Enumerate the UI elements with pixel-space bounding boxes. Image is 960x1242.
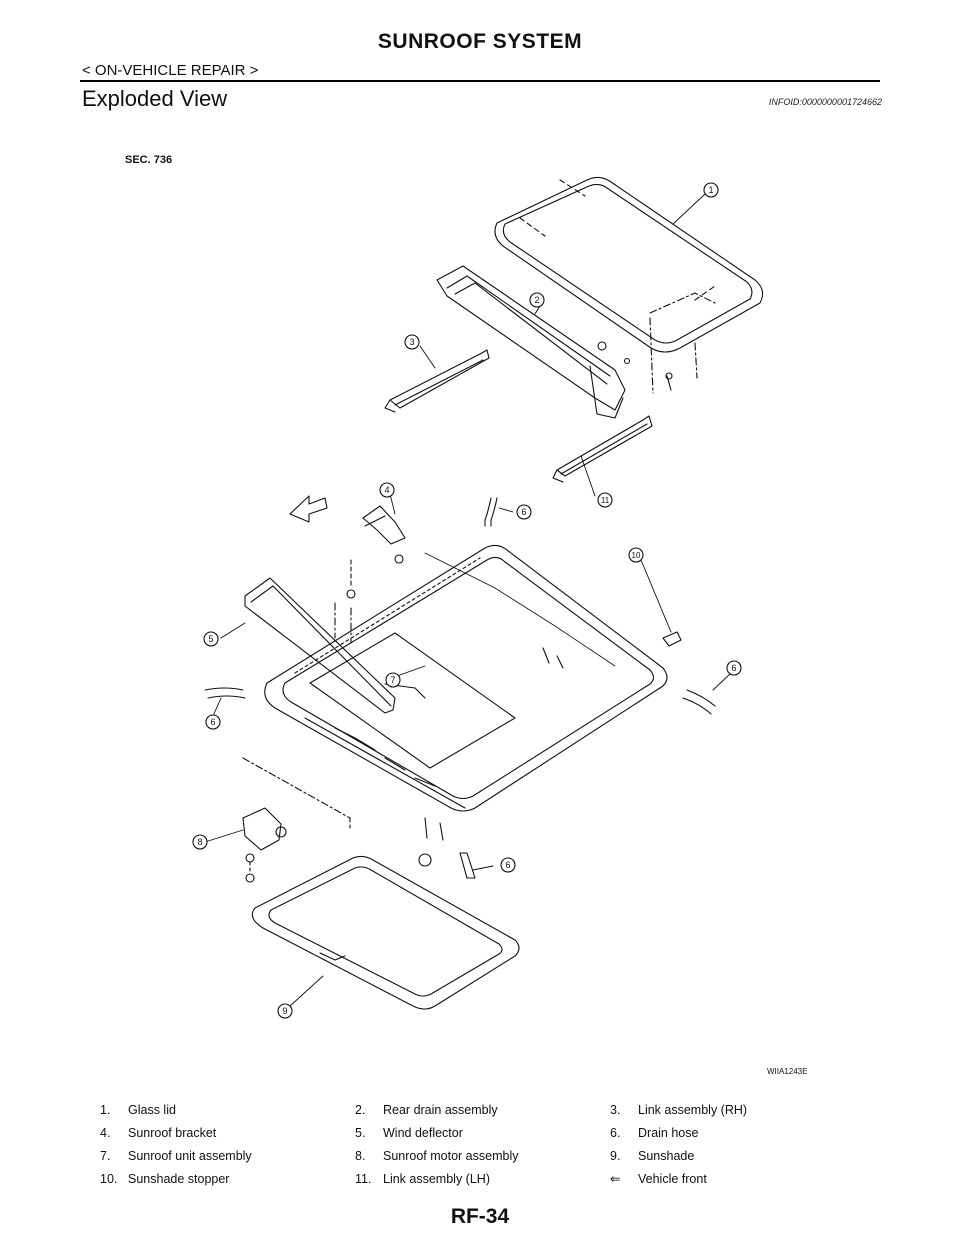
callout-6b: 6	[731, 663, 736, 673]
legend-item: 10. Sunshade stopper	[100, 1167, 355, 1190]
exploded-view-figure: 1 2 3 4 5 6 6 6 6 7 8 9 10 11 SEC. 736 W…	[95, 118, 865, 1083]
section-title: Exploded View	[82, 86, 228, 111]
callout-8: 8	[197, 837, 202, 847]
legend-item: 7. Sunroof unit assembly	[100, 1144, 355, 1167]
legend-number: 10.	[100, 1171, 118, 1186]
legend-number: 6.	[610, 1125, 621, 1140]
legend-text: Sunroof bracket	[128, 1125, 217, 1140]
exploded-view-drawing: 1 2 3 4 5 6 6 6 6 7 8 9 10 11	[192, 176, 764, 1019]
legend-number: 4.	[100, 1125, 111, 1140]
link-lh-drawing	[552, 415, 653, 483]
legend-text: Drain hose	[638, 1125, 699, 1140]
legend-number: 3.	[610, 1102, 621, 1117]
legend-number: 8.	[355, 1148, 366, 1163]
page-number: RF-34	[450, 1205, 510, 1228]
legend-text: Link assembly (LH)	[383, 1171, 490, 1186]
drain-hose-drawing	[204, 497, 716, 879]
legend-item: ⇐ Vehicle front	[610, 1167, 865, 1190]
sunroof-motor-drawing	[242, 757, 351, 883]
callout-circles	[192, 182, 742, 1019]
legend-text: Sunshade stopper	[128, 1171, 230, 1186]
legend-number: 11.	[355, 1171, 372, 1186]
page-header-title: SUNROOF SYSTEM	[377, 30, 583, 53]
legend-number: 2.	[355, 1102, 366, 1117]
sec-label: SEC. 736	[125, 154, 173, 166]
figure-code: WIIA1243E	[767, 1067, 808, 1076]
wind-deflector-drawing	[244, 577, 426, 714]
legend-text: Glass lid	[128, 1102, 176, 1117]
callout-10: 10	[632, 551, 641, 560]
link-rh-drawing	[384, 349, 490, 413]
legend-item: 4. Sunroof bracket	[100, 1121, 355, 1144]
sunshade-drawing	[251, 853, 520, 1010]
sunroof-unit-drawing	[264, 544, 668, 841]
legend-text: Sunshade	[638, 1148, 695, 1163]
legend-item: 9. Sunshade	[610, 1144, 865, 1167]
sunshade-stopper-drawing	[662, 631, 682, 647]
legend-item: 11. Link assembly (LH)	[355, 1167, 610, 1190]
callout-leaders	[204, 193, 731, 1007]
legend-text: Rear drain assembly	[383, 1102, 498, 1117]
legend-number: 9.	[610, 1148, 621, 1163]
callout-2: 2	[534, 295, 539, 305]
callout-numbers: 1 2 3 4 5 6 6 6 6 7 8 9 10 11	[197, 185, 736, 1016]
header-divider	[80, 80, 880, 82]
legend-item: 2. Rear drain assembly	[355, 1098, 610, 1121]
legend-item: 5. Wind deflector	[355, 1121, 610, 1144]
page-header-subtitle: < ON-VEHICLE REPAIR >	[82, 62, 259, 79]
legend-item: 6. Drain hose	[610, 1121, 865, 1144]
rear-drain-drawing	[436, 265, 673, 419]
legend-text: Wind deflector	[383, 1125, 463, 1140]
glass-lid-drawing	[494, 176, 764, 394]
legend-number: 5.	[355, 1125, 366, 1140]
legend-number: 1.	[100, 1102, 111, 1117]
callout-1: 1	[708, 185, 713, 195]
vehicle-front-arrow	[289, 495, 328, 523]
legend-text: Vehicle front	[638, 1171, 707, 1186]
parts-legend: 1. Glass lid 2. Rear drain assembly 3. Link…	[100, 1098, 890, 1190]
legend-item: 3. Link assembly (RH)	[610, 1098, 865, 1121]
legend-number: 7.	[100, 1148, 111, 1163]
sunroof-bracket-drawing	[346, 505, 406, 599]
callout-11: 11	[601, 496, 610, 505]
vehicle-front-arrow-icon: ⇐	[610, 1172, 621, 1186]
callout-6d: 6	[505, 860, 510, 870]
callout-5: 5	[208, 634, 213, 644]
callout-9: 9	[282, 1006, 287, 1016]
legend-text: Sunroof motor assembly	[383, 1148, 519, 1163]
callout-3: 3	[409, 337, 414, 347]
legend-item: 8. Sunroof motor assembly	[355, 1144, 610, 1167]
callout-7: 7	[390, 675, 395, 685]
callout-6c: 6	[210, 717, 215, 727]
info-id: INFOID:0000000001724662	[768, 97, 882, 107]
callout-6a: 6	[521, 507, 526, 517]
legend-item: 1. Glass lid	[100, 1098, 355, 1121]
callout-4: 4	[384, 485, 389, 495]
legend-text: Link assembly (RH)	[638, 1102, 748, 1117]
legend-text: Sunroof unit assembly	[128, 1148, 252, 1163]
